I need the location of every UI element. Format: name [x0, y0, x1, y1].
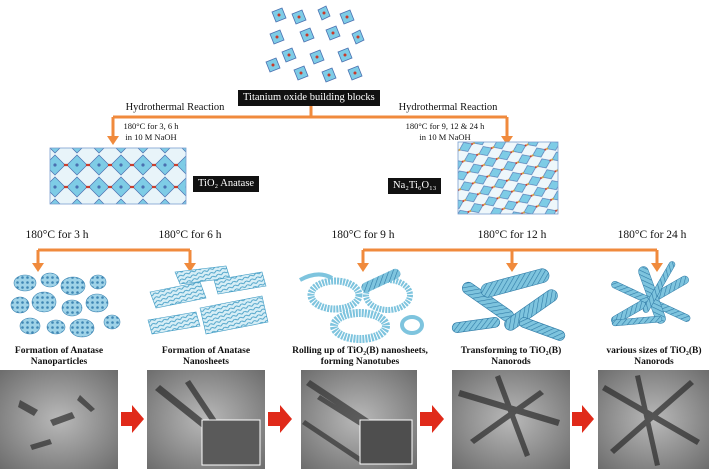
red-arrow-1 — [121, 405, 144, 433]
caption-nanotubes: Rolling up of TiO₂(B) nanosheets, formin… — [292, 346, 428, 367]
time-label-12h: 180°C for 12 h — [477, 229, 547, 241]
nanosheets-illustration — [147, 265, 269, 335]
arrowhead-12h — [506, 263, 518, 272]
tem-inset-9h — [359, 419, 413, 465]
sodium-titanate-label: Na₂Ti₆O₁₃ — [388, 178, 442, 194]
nanoparticles-illustration — [10, 272, 121, 338]
arrowhead-3h — [32, 263, 44, 272]
caption-nanotubes-line2: forming Nanotubes — [320, 356, 400, 367]
arrowhead-left-branch — [107, 136, 119, 145]
arrowhead-right-branch — [501, 136, 513, 145]
anatase-crystal-structure — [49, 147, 187, 205]
caption-nanorods-12h-line1: Transforming to TiO₂(B) — [460, 346, 562, 356]
caption-nanorods-12h: Transforming to TiO₂(B) Nanorods — [461, 346, 562, 367]
left-reaction-title: Hydrothermal Reaction — [125, 102, 225, 113]
red-arrow-3 — [420, 405, 444, 433]
tem-inset-6h — [201, 419, 261, 466]
right-reaction-title: Hydrothermal Reaction — [398, 102, 498, 113]
building-blocks-structure — [265, 5, 365, 83]
arrowhead-9h — [357, 263, 369, 272]
red-arrow-4 — [572, 405, 594, 433]
caption-nanorods-24h-line1: various sizes of TiO₂(B) — [606, 346, 702, 356]
time-label-3h: 180°C for 3 h — [25, 229, 89, 241]
caption-nanoparticles-line2: Nanoparticles — [30, 356, 88, 367]
caption-nanorods-24h: various sizes of TiO₂(B) Nanorods — [606, 346, 701, 367]
time-label-6h: 180°C for 6 h — [158, 229, 222, 241]
caption-nanosheets-line2: Nanosheets — [183, 356, 229, 367]
caption-nanoparticles-line1: Formation of Anatase — [14, 346, 104, 356]
caption-nanosheets-line1: Formation of Anatase — [161, 346, 251, 356]
red-arrow-2 — [268, 405, 292, 433]
anatase-label: TiO₂ Anatase — [193, 176, 260, 192]
time-label-24h: 180°C for 24 h — [617, 229, 687, 241]
right-condition-1: 180°C for 9, 12 & 24 h — [405, 121, 485, 131]
caption-nanoparticles: Formation of Anatase Nanoparticles — [15, 346, 103, 367]
left-condition-1: 180°C for 3, 6 h — [123, 121, 179, 131]
arrowhead-6h — [184, 263, 196, 272]
time-label-9h: 180°C for 9 h — [331, 229, 395, 241]
left-condition-2: in 10 M NaOH — [125, 132, 177, 142]
nanotubes-illustration — [299, 268, 424, 343]
nanorods-12h-illustration — [451, 268, 566, 341]
caption-nanotubes-line1: Rolling up of TiO₂(B) nanosheets, — [292, 346, 428, 356]
nanorods-24h-illustration — [611, 261, 691, 327]
tem-micrographs — [0, 370, 709, 469]
building-blocks-label: Titanium oxide building blocks — [238, 90, 380, 106]
main-split-arrow — [111, 105, 509, 137]
arrowhead-24h — [651, 263, 663, 272]
caption-nanorods-12h-line2: Nanorods — [491, 356, 531, 367]
right-time-arrow — [361, 248, 659, 264]
progression-arrows — [121, 405, 594, 433]
sodium-titanate-crystal-structure — [457, 141, 559, 215]
caption-nanosheets: Formation of Anatase Nanosheets — [162, 346, 250, 367]
caption-nanorods-24h-line2: Nanorods — [634, 356, 674, 367]
right-condition-2: in 10 M NaOH — [419, 132, 471, 142]
left-time-arrow — [36, 248, 192, 264]
